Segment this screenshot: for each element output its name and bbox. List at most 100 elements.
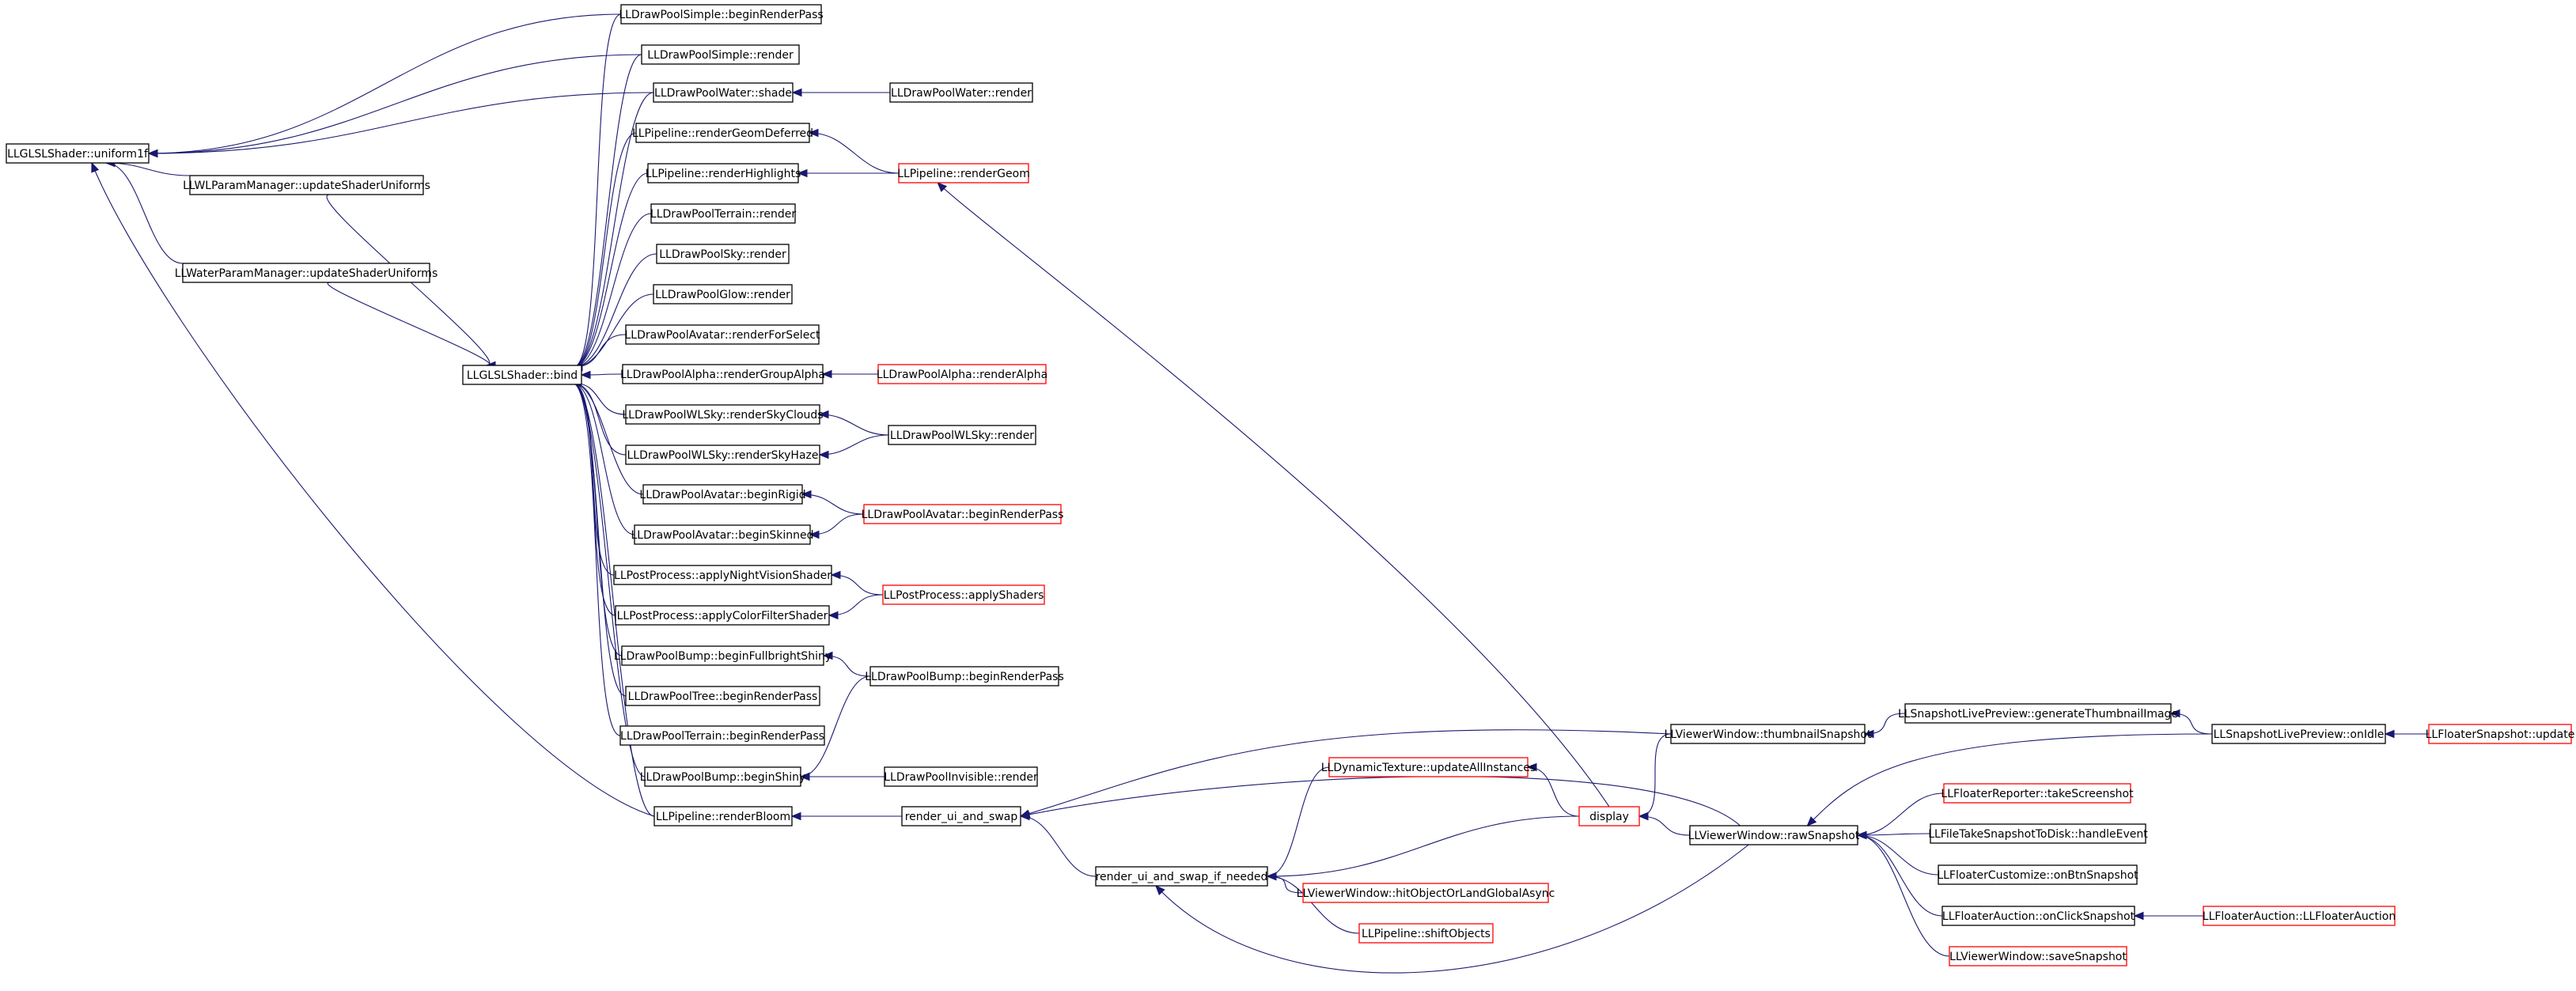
node-box[interactable]: [647, 163, 799, 183]
node-lldrawpoolwater-render[interactable]: LLDrawPoolWater::render: [889, 82, 1033, 103]
node-lldrawpooltree-beginrenderpass[interactable]: LLDrawPoolTree::beginRenderPass: [625, 686, 820, 706]
node-box[interactable]: [1302, 883, 1549, 903]
node-lldrawpoolglow-render[interactable]: LLDrawPoolGlow::render: [653, 284, 793, 304]
node-lldrawpoolinvisible-render[interactable]: LLDrawPoolInvisible::render: [884, 766, 1038, 787]
node-box[interactable]: [653, 806, 793, 826]
node-box[interactable]: [1930, 823, 2146, 844]
node-render-ui-and-swap[interactable]: render_ui_and_swap: [901, 806, 1021, 826]
node-lldrawpoolsimple-render[interactable]: LLDrawPoolSimple::render: [641, 44, 800, 65]
node-llviewerwindow-thumbnailsnapshot[interactable]: LLViewerWindow::thumbnailSnapshot: [1665, 724, 1872, 744]
node-box[interactable]: [2428, 724, 2572, 744]
node-lldrawpoolsky-render[interactable]: LLDrawPoolSky::render: [656, 244, 790, 264]
node-llwlparammanager-updateshaderuniforms[interactable]: LLWLParamManager::updateShaderUniforms: [183, 175, 430, 195]
node-llfloaterauction-onclicksnapshot[interactable]: LLFloaterAuction::onClickSnapshot: [1941, 906, 2135, 926]
node-box[interactable]: [2211, 724, 2386, 744]
node-box[interactable]: [1095, 866, 1268, 887]
node-box[interactable]: [653, 82, 794, 103]
node-box[interactable]: [1943, 783, 2131, 804]
node-llglslshader-bind[interactable]: LLGLSLShader::bind: [462, 365, 582, 385]
node-llglslshader-uniform1f[interactable]: LLGLSLShader::uniform1f: [6, 143, 150, 164]
node-lldrawpoolavatar-renderforselect[interactable]: LLDrawPoolAvatar::renderForSelect: [624, 324, 820, 345]
node-llpipeline-rendergeomdeferred[interactable]: LLPipeline::renderGeomDeferred: [632, 123, 813, 143]
node-render-ui-and-swap-if-needed[interactable]: render_ui_and_swap_if_needed: [1095, 866, 1268, 887]
node-lldrawpoolbump-beginrenderpass[interactable]: LLDrawPoolBump::beginRenderPass: [865, 666, 1064, 687]
node-box[interactable]: [898, 163, 1029, 183]
node-box[interactable]: [863, 504, 1062, 524]
node-lldrawpoolalpha-renderalpha[interactable]: LLDrawPoolAlpha::renderAlpha: [877, 364, 1047, 384]
node-lldrawpoolbump-beginfullbrightshiny[interactable]: LLDrawPoolBump::beginFullbrightShiny: [614, 645, 832, 666]
node-box[interactable]: [1689, 825, 1858, 845]
node-box[interactable]: [888, 425, 1036, 445]
node-box[interactable]: [634, 524, 811, 545]
node-box[interactable]: [1578, 806, 1640, 826]
node-box[interactable]: [653, 284, 793, 304]
node-lldrawpoolavatar-beginrigid[interactable]: LLDrawPoolAvatar::beginRigid: [639, 484, 806, 505]
node-box[interactable]: [2203, 906, 2396, 926]
node-lldrawpoolwlsky-renderskyclouds[interactable]: LLDrawPoolWLSky::renderSkyClouds: [622, 404, 824, 425]
node-box[interactable]: [901, 806, 1021, 826]
node-llfloatersnapshot-update[interactable]: LLFloaterSnapshot::update: [2426, 724, 2575, 744]
node-box[interactable]: [1358, 923, 1494, 944]
node-box[interactable]: [182, 263, 430, 283]
node-box[interactable]: [6, 143, 150, 164]
node-box[interactable]: [1941, 906, 2135, 926]
node-box[interactable]: [882, 584, 1045, 605]
node-llsnapshotlivepreview-generatethumbnailimage[interactable]: LLSnapshotLivePreview::generateThumbnail…: [1898, 703, 2178, 724]
node-llsnapshotlivepreview-onidle[interactable]: LLSnapshotLivePreview::onIdle: [2211, 724, 2386, 744]
node-box[interactable]: [641, 44, 800, 65]
node-llpostprocess-applynightvisionshader[interactable]: LLPostProcess::applyNightVisionShader: [613, 565, 832, 585]
node-llfloaterreporter-takescreenshot[interactable]: LLFloaterReporter::takeScreenshot: [1941, 783, 2134, 804]
node-llpipeline-renderbloom[interactable]: LLPipeline::renderBloom: [653, 806, 793, 826]
node-box[interactable]: [1328, 757, 1529, 777]
node-box[interactable]: [620, 4, 822, 25]
node-box[interactable]: [642, 484, 803, 505]
node-llviewerwindow-rawsnapshot[interactable]: LLViewerWindow::rawSnapshot: [1688, 825, 1860, 845]
node-llviewerwindow-savesnapshot[interactable]: LLViewerWindow::saveSnapshot: [1949, 946, 2127, 966]
node-llviewerwindow-hitobjectorlandglobalasync[interactable]: LLViewerWindow::hitObjectOrLandGlobalAsy…: [1297, 883, 1555, 903]
node-llpipeline-shiftobjects[interactable]: LLPipeline::shiftObjects: [1358, 923, 1494, 944]
node-llpipeline-rendergeom[interactable]: LLPipeline::renderGeom: [897, 163, 1030, 183]
node-box[interactable]: [889, 82, 1033, 103]
node-box[interactable]: [189, 175, 424, 195]
node-box[interactable]: [621, 645, 824, 666]
node-box[interactable]: [1938, 864, 2138, 885]
node-lldrawpoolavatar-beginrenderpass[interactable]: LLDrawPoolAvatar::beginRenderPass: [862, 504, 1064, 524]
node-lldrawpoolterrain-beginrenderpass[interactable]: LLDrawPoolTerrain::beginRenderPass: [619, 725, 825, 746]
node-box[interactable]: [625, 686, 820, 706]
node-llwaterparammanager-updateshaderuniforms[interactable]: LLWaterParamManager::updateShaderUniform…: [175, 263, 438, 283]
node-lldrawpoolwlsky-renderskyhaze[interactable]: LLDrawPoolWLSky::renderSkyHaze: [625, 444, 820, 465]
node-box[interactable]: [625, 404, 820, 425]
node-llpostprocess-applyshaders[interactable]: LLPostProcess::applyShaders: [882, 584, 1045, 605]
node-llpostprocess-applycolorfiltershader[interactable]: LLPostProcess::applyColorFilterShader: [615, 605, 830, 626]
node-lldrawpoolterrain-render[interactable]: LLDrawPoolTerrain::render: [650, 203, 796, 224]
node-box[interactable]: [613, 565, 832, 585]
node-llfiletakesnapshottodisk-handleevent[interactable]: LLFileTakeSnapshotToDisk::handleEvent: [1928, 823, 2148, 844]
node-box[interactable]: [635, 123, 810, 143]
node-box[interactable]: [650, 203, 796, 224]
node-box[interactable]: [877, 364, 1047, 384]
node-box[interactable]: [462, 365, 582, 385]
node-box[interactable]: [619, 725, 825, 746]
node-box[interactable]: [644, 766, 801, 787]
node-lldrawpoolwater-shade[interactable]: LLDrawPoolWater::shade: [653, 82, 794, 103]
node-lldrawpoolalpha-rendergroupalpha[interactable]: LLDrawPoolAlpha::renderGroupAlpha: [620, 364, 825, 384]
node-llfloatercustomize-onbtnsnapshot[interactable]: LLFloaterCustomize::onBtnSnapshot: [1937, 864, 2138, 885]
node-box[interactable]: [625, 324, 820, 345]
node-llfloaterauction-llfloaterauction[interactable]: LLFloaterAuction::LLFloaterAuction: [2203, 906, 2396, 926]
node-box[interactable]: [625, 444, 820, 465]
node-lldrawpoolavatar-beginskinned[interactable]: LLDrawPoolAvatar::beginSkinned: [631, 524, 814, 545]
node-lldrawpoolbump-beginshiny[interactable]: LLDrawPoolBump::beginShiny: [640, 766, 806, 787]
node-lldrawpoolsimple-beginrenderpass[interactable]: LLDrawPoolSimple::beginRenderPass: [619, 4, 824, 25]
node-llpipeline-renderhighlights[interactable]: LLPipeline::renderHighlights: [646, 163, 801, 183]
node-lldrawpoolwlsky-render[interactable]: LLDrawPoolWLSky::render: [888, 425, 1036, 445]
node-box[interactable]: [884, 766, 1038, 787]
node-box[interactable]: [615, 605, 830, 626]
node-lldynamictexture-updateallinstances[interactable]: LLDynamicTexture::updateAllInstances: [1321, 757, 1536, 777]
node-box[interactable]: [622, 364, 824, 384]
node-box[interactable]: [869, 666, 1059, 687]
node-display[interactable]: display: [1578, 806, 1640, 826]
node-box[interactable]: [1949, 946, 2127, 966]
node-box[interactable]: [1904, 703, 2172, 724]
node-box[interactable]: [656, 244, 790, 264]
node-box[interactable]: [1670, 724, 1866, 744]
